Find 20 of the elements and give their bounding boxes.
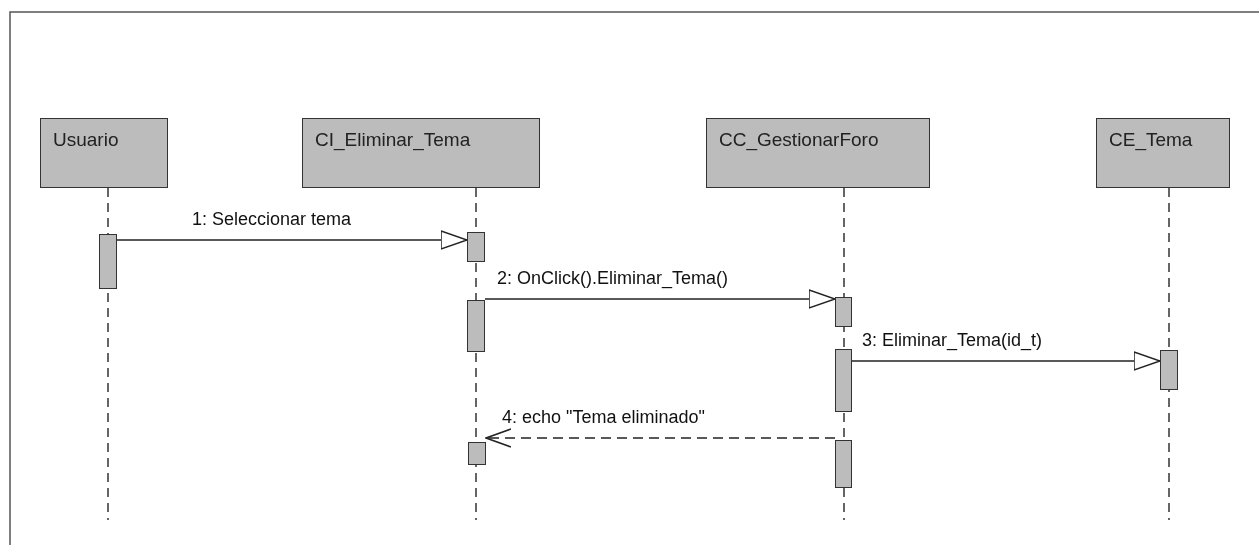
lifeline-head: [40, 118, 168, 188]
object-name: CE_Tema: [1109, 129, 1193, 150]
message-arrow: [116, 230, 468, 250]
object-name: CC_GestionarForo: [719, 129, 879, 150]
activation-bar: [1160, 350, 1178, 390]
activation-bar: [99, 234, 117, 289]
activation-bar: [468, 442, 486, 465]
lifeline-head: [302, 118, 540, 188]
activation-bar: [835, 297, 852, 327]
activation-bar: [835, 440, 852, 488]
object-name: Usuario: [53, 129, 119, 150]
lifeline-head: [1096, 118, 1230, 188]
activation-bar: [835, 349, 852, 412]
activation-bar: [467, 232, 485, 262]
message-arrow: [851, 351, 1161, 371]
lifeline-head: [706, 118, 930, 188]
object-name: CI_Eliminar_Tema: [315, 129, 471, 150]
activation-bar: [467, 300, 485, 352]
message-arrow: [485, 428, 836, 448]
message-arrow: [484, 289, 836, 309]
